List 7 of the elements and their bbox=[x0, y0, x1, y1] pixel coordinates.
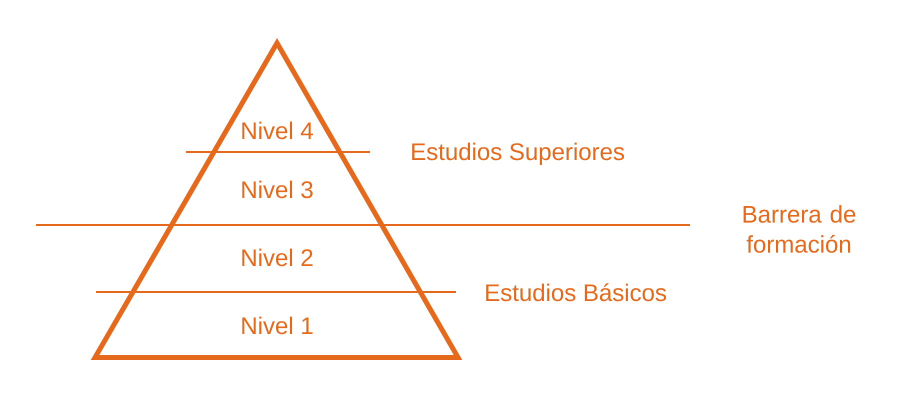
level-label: Nivel 1 bbox=[242, 316, 312, 334]
side-label: Estudios Superiores bbox=[412, 142, 624, 165]
side-label: Estudios Básicos bbox=[486, 283, 666, 302]
level-label: Nivel 4 bbox=[242, 122, 313, 140]
level-label: Nivel 3 bbox=[242, 180, 313, 198]
side-label: Barrera de formación bbox=[744, 205, 856, 253]
level-label: Nivel 2 bbox=[242, 248, 312, 266]
